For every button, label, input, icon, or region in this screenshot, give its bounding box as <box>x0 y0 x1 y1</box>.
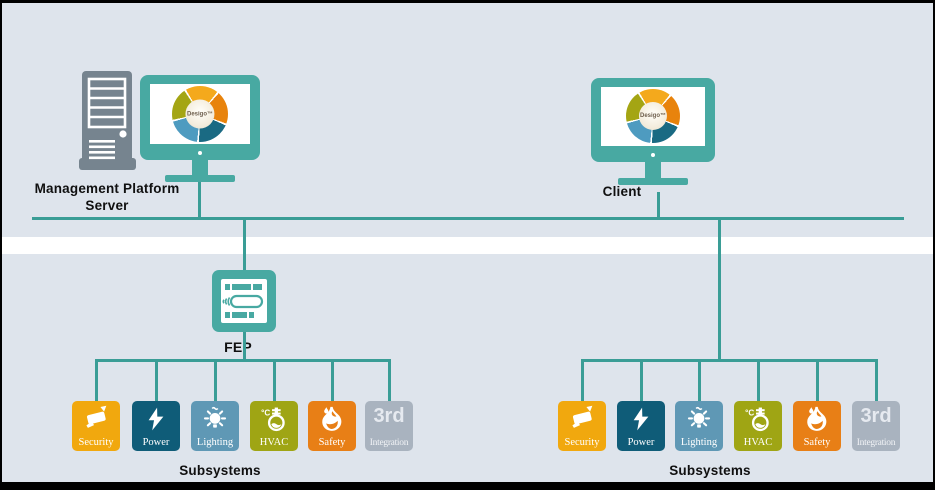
monitor-stand-neck <box>192 160 208 175</box>
drop-line <box>331 359 334 401</box>
bus-to-fep-line <box>243 217 246 270</box>
subsystem-integration: 3rd Integration <box>852 401 900 451</box>
subsystem-security: Security <box>72 401 120 451</box>
left-subsystems-title: Subsystems <box>179 463 261 478</box>
network-bus-line <box>32 217 904 220</box>
thermometer-icon: °C <box>261 407 285 432</box>
drop-line <box>214 359 217 401</box>
subsystem-label: HVAC <box>259 437 289 448</box>
monitor-stand-neck <box>645 162 661 178</box>
desigo-wheel-logo: Desigo™ <box>172 86 228 142</box>
monitor-stand-base <box>618 178 688 185</box>
subsystem-label: Integration <box>369 438 409 448</box>
subsystem-label: Security <box>564 437 600 448</box>
fep-node <box>212 270 276 332</box>
server-monitor-icon: Desigo™ <box>140 75 260 182</box>
right-subsystems-title: Subsystems <box>669 463 751 478</box>
fep-device-icon <box>221 279 267 323</box>
drop-line <box>95 359 98 401</box>
bus-to-right-trunk-line <box>718 217 721 359</box>
subsystem-security: Security <box>558 401 606 451</box>
server-label: Management Platform Server <box>12 180 202 214</box>
monitor-screen: Desigo™ <box>601 87 705 146</box>
light-bulb-icon <box>687 406 711 428</box>
subsystem-label: HVAC <box>743 437 773 448</box>
lightning-bolt-icon <box>148 407 164 431</box>
subsystem-label: Safety <box>318 437 346 448</box>
client-monitor-icon: Desigo™ <box>591 78 715 185</box>
client-to-bus-line <box>657 192 660 218</box>
light-bulb-icon <box>203 406 227 428</box>
drop-line <box>757 359 760 401</box>
subsystem-label: Lighting <box>680 437 718 448</box>
subsystem-label: Integration <box>856 438 896 448</box>
subsystem-hvac: °C HVAC <box>734 401 782 451</box>
subsystem-label: Lighting <box>196 437 234 448</box>
drop-line <box>698 359 701 401</box>
subsystem-label: Security <box>78 437 114 448</box>
subsystem-label: Power <box>142 437 170 448</box>
monitor-stand-base <box>165 175 235 182</box>
lightning-bolt-icon <box>633 407 649 431</box>
fep-to-trunk-line <box>243 332 246 360</box>
monitor-screen: Desigo™ <box>150 84 250 144</box>
subsystem-lighting: Lighting <box>191 401 239 451</box>
subsystem-safety: Safety <box>308 401 356 451</box>
thermometer-icon: °C <box>745 407 769 432</box>
subsystem-label: Power <box>627 437 655 448</box>
subsystem-lighting: Lighting <box>675 401 723 451</box>
drop-line <box>581 359 584 401</box>
drop-line <box>875 359 878 401</box>
right-trunk-line <box>581 359 877 362</box>
desigo-wheel-label: Desigo™ <box>638 101 668 131</box>
flame-icon <box>322 406 342 431</box>
cctv-camera-icon <box>86 405 107 428</box>
subsystem-label: Safety <box>803 437 831 448</box>
svg-text:°C: °C <box>745 409 754 418</box>
fep-label: FEP <box>224 339 252 355</box>
drop-line <box>273 359 276 401</box>
subsystem-power: Power <box>617 401 665 451</box>
server-to-bus-line <box>198 182 201 218</box>
drop-line <box>155 359 158 401</box>
drop-line <box>388 359 391 401</box>
drop-line <box>816 359 819 401</box>
desigo-wheel-logo: Desigo™ <box>626 89 680 143</box>
left-trunk-line <box>95 359 391 362</box>
subsystem-power: Power <box>132 401 180 451</box>
3rd-party-text: 3rd <box>860 405 892 427</box>
subsystem-safety: Safety <box>793 401 841 451</box>
flame-icon <box>807 406 827 431</box>
server-label-line1: Management Platform <box>34 181 180 196</box>
drop-line <box>640 359 643 401</box>
3rd-party-text: 3rd <box>373 405 405 427</box>
network-band <box>2 237 933 254</box>
subsystem-hvac: °C HVAC <box>250 401 298 451</box>
client-label: Client <box>602 184 642 199</box>
desigo-wheel-label: Desigo™ <box>185 99 215 129</box>
server-label-line2: Server <box>85 198 129 213</box>
monitor-power-dot <box>198 151 202 155</box>
svg-text:°C: °C <box>261 409 270 418</box>
cctv-camera-icon <box>572 405 593 428</box>
subsystem-integration: 3rd Integration <box>365 401 413 451</box>
monitor-power-dot <box>651 153 655 157</box>
server-tower-icon <box>79 71 136 170</box>
